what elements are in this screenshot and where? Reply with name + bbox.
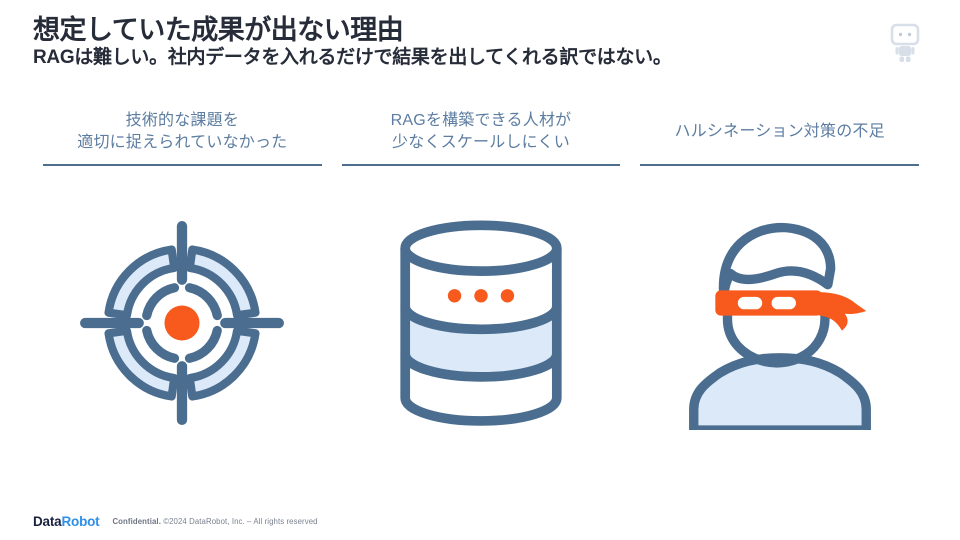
reason-column-technical: 技術的な課題を 適切に捉えられていなかった [43,100,322,436]
column-heading: RAGを構築できる人材が 少なくスケールしにくい [342,100,621,164]
column-heading: ハルシネーション対策の不足 [640,100,919,164]
confidential-notice: Confidential. ©2024 DataRobot, Inc. – Al… [112,517,317,526]
logo-text-robot: Robot [61,514,100,529]
column-divider [341,164,621,166]
column-heading-line: RAGを構築できる人材が [390,112,572,129]
column-heading-line: 少なくスケールしにくい [392,134,570,151]
column-heading-line: ハルシネーション対策の不足 [674,123,885,140]
column-divider [43,164,322,166]
column-icon-wrap [43,220,322,436]
reason-column-hallucination: ハルシネーション対策の不足 [640,100,919,436]
target-icon [80,221,285,425]
reason-column-talent: RAGを構築できる人材が 少なくスケールしにくい [341,100,621,436]
column-divider [640,164,919,166]
column-heading-line: 適切に捉えられていなかった [77,134,288,151]
datarobot-logo: DataRobot [33,514,100,529]
column-icon-wrap [640,220,919,436]
column-heading-line: 技術的な課題を [125,112,240,129]
copyright-text: ©2024 DataRobot, Inc. – All rights reser… [163,517,318,526]
column-icon-wrap [342,220,621,436]
blindfolded-person-icon [688,222,871,430]
page-subtitle: RAGは難しい。社内データを入れるだけで結果を出してくれる訳ではない。 [33,47,672,68]
column-heading: 技術的な課題を 適切に捉えられていなかった [43,100,322,164]
page-title: 想定していた成果が出ない理由 [33,15,404,45]
confidential-label: Confidential. [112,517,161,526]
logo-text-data: Data [33,514,62,529]
reason-columns: 技術的な課題を 適切に捉えられていなかった [43,100,919,436]
footer: DataRobot Confidential. ©2024 DataRobot,… [33,514,318,529]
datarobot-mascot-icon [890,23,920,62]
database-icon [400,220,562,426]
